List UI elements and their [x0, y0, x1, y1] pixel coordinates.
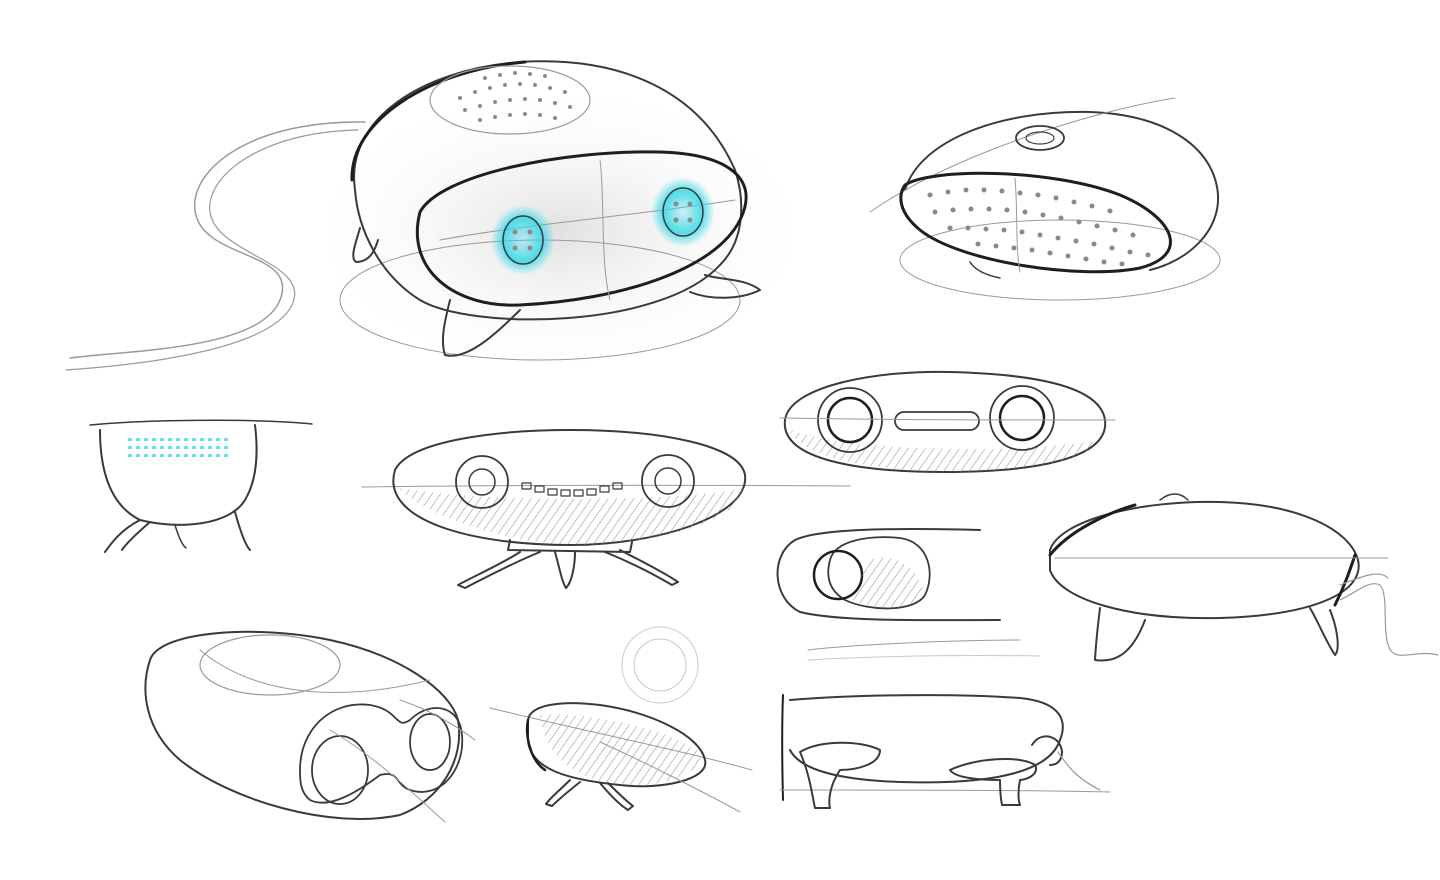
front-grille-dots [927, 187, 1151, 267]
sketch-side-speaker [1048, 493, 1439, 662]
sketch-bowl-speaker [89, 419, 313, 553]
sketch-faint-circle [621, 626, 699, 704]
sketch-grille-speaker [869, 97, 1221, 301]
sketch-long-speaker [779, 694, 1111, 809]
sketch-ufo-speaker [361, 429, 851, 589]
button-row [521, 482, 623, 497]
led-dot-matrix [128, 438, 228, 457]
sketch-tilted-speaker [489, 702, 753, 813]
sketch-pebble-speaker [144, 630, 476, 823]
sketch-main-speaker [65, 60, 820, 380]
sketch-front-oval [779, 370, 1116, 473]
sketch-capsule-side [776, 528, 1041, 661]
top-grille-dots [458, 71, 572, 122]
